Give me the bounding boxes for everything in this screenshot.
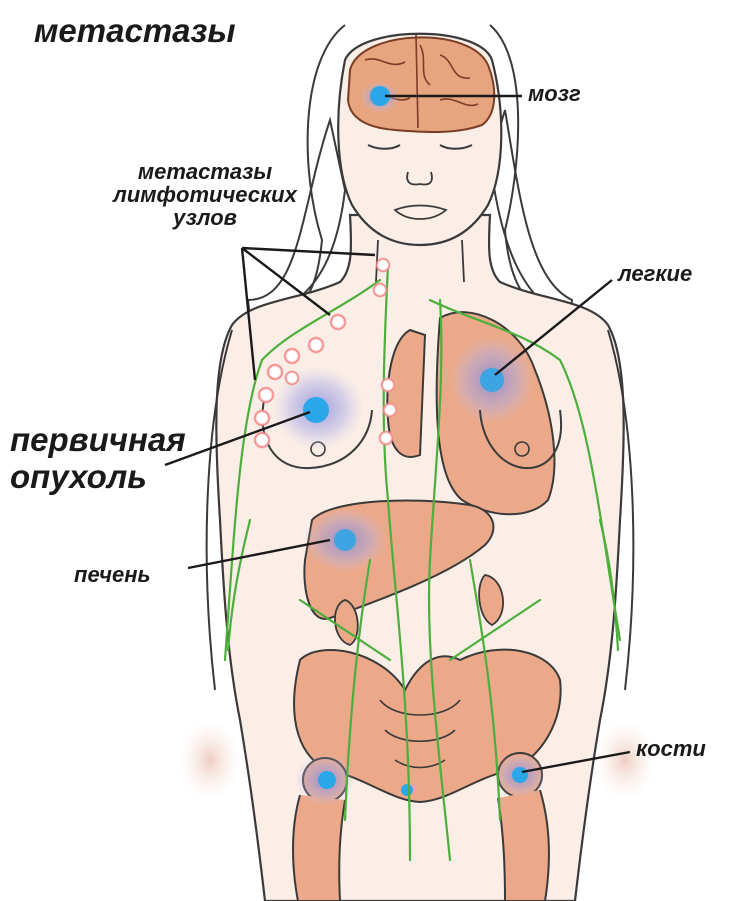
label-lymph-line-2: лимфотических xyxy=(110,183,300,206)
label-liver: печень xyxy=(74,563,151,586)
label-primary-line-2: опухоль xyxy=(10,459,186,496)
label-primary-line-1: первичная xyxy=(10,422,186,459)
label-bones: кости xyxy=(636,737,706,760)
label-lungs: легкие xyxy=(618,262,692,285)
diagram-title: метастазы xyxy=(34,14,236,49)
label-lymph-node-metastases: метастазы лимфотических узлов xyxy=(110,160,300,229)
label-brain: мозг xyxy=(528,82,581,105)
label-lymph-line-3: узлов xyxy=(110,206,300,229)
label-lymph-line-1: метастазы xyxy=(110,160,300,183)
label-primary-tumor: первичная опухоль xyxy=(10,422,186,496)
